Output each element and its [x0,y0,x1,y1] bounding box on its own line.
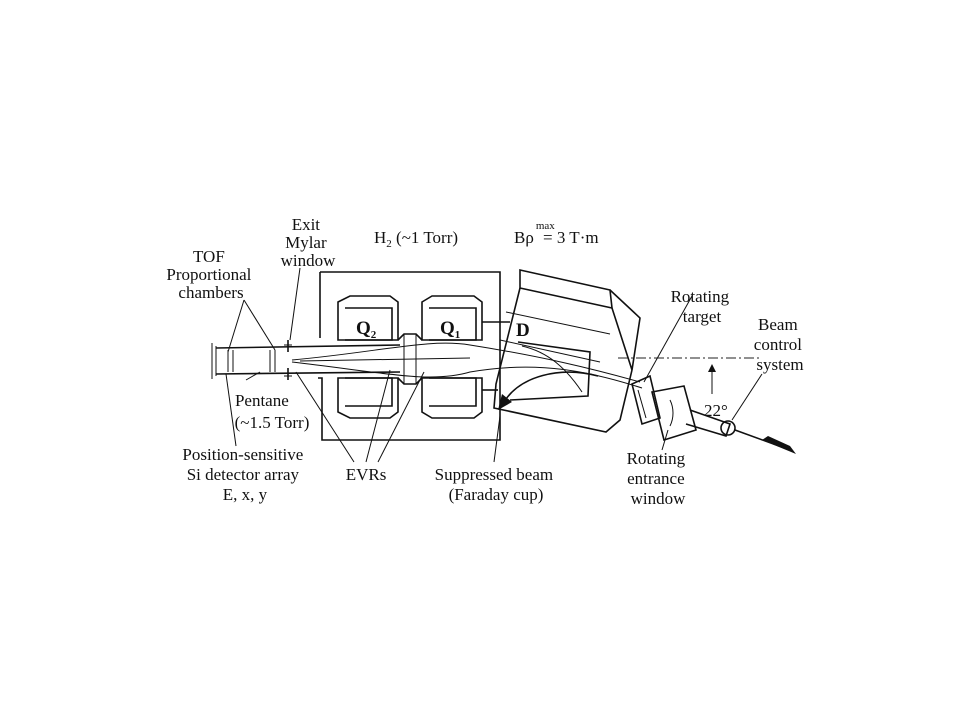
q1-label: Q1 [440,318,460,341]
q1-dipole-pipe [482,321,510,391]
entrance-window-label: Rotating entrance window [627,449,690,508]
beam-trajectories [291,342,643,389]
evrs-label: EVRs [346,465,387,484]
incoming-beam-arrow-icon [762,436,796,454]
beam-control-element [720,420,736,436]
leader-lines [225,267,763,463]
q2-label: Q2 [356,318,377,341]
angle-label: 22° [704,401,728,420]
target-chamber [631,364,796,454]
h2-pressure-label: H2 (~1 Torr) [374,228,458,250]
quadrupole-q2: Q2 [337,295,399,419]
brho-label: Bρmax = 3 T·m [514,220,599,247]
faraday-cup-arrow-icon [498,394,512,410]
gas-enclosure [318,271,501,441]
si-detector-label: Position-sensitive Si detector array E, … [182,445,307,504]
dipole-magnet: D [493,269,641,433]
beam-pipe [211,340,401,380]
quadrupole-q1: Q1 [421,295,483,419]
exit-window-label: Exit Mylar window [281,215,337,270]
suppressed-beam-label: Suppressed beam (Faraday cup) [435,465,558,504]
beam-control-label: Beam control system [754,315,806,374]
pentane-label: Pentane (~1.5 Torr) [235,391,310,432]
rotating-target-label: Rotating target [671,287,734,326]
tof-label: TOF Proportional chambers [166,247,255,302]
dipole-label: D [516,320,530,341]
angle-arrow-icon [708,364,716,372]
